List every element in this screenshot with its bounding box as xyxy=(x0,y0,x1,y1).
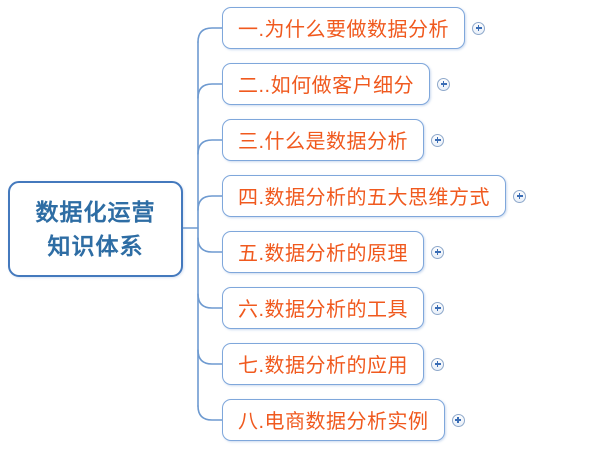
expand-plus-icon[interactable] xyxy=(431,357,445,371)
branch-row: 八.电商数据分析实例 xyxy=(222,399,465,441)
topic-node-8[interactable]: 八.电商数据分析实例 xyxy=(222,399,445,441)
branch-row: 六.数据分析的工具 xyxy=(222,287,445,329)
topic-node-1[interactable]: 一.为什么要做数据分析 xyxy=(222,7,466,49)
topic-node-6[interactable]: 六.数据分析的工具 xyxy=(222,287,425,329)
branch-row: 三.什么是数据分析 xyxy=(222,119,445,161)
topic-node-5[interactable]: 五.数据分析的原理 xyxy=(222,231,425,273)
expand-plus-icon[interactable] xyxy=(431,245,445,259)
topic-node-3[interactable]: 三.什么是数据分析 xyxy=(222,119,425,161)
root-label-line2: 知识体系 xyxy=(47,233,144,259)
branch-row: 一.为什么要做数据分析 xyxy=(222,7,486,49)
topic-node-7[interactable]: 七.数据分析的应用 xyxy=(222,343,425,385)
expand-plus-icon[interactable] xyxy=(513,189,527,203)
root-label-line1: 数据化运营 xyxy=(35,199,156,225)
expand-plus-icon[interactable] xyxy=(451,413,465,427)
expand-plus-icon[interactable] xyxy=(431,301,445,315)
branch-row: 二..如何做客户细分 xyxy=(222,63,451,105)
branch-row: 五.数据分析的原理 xyxy=(222,231,445,273)
expand-plus-icon[interactable] xyxy=(431,133,445,147)
topic-node-4[interactable]: 四.数据分析的五大思维方式 xyxy=(222,175,507,217)
expand-plus-icon[interactable] xyxy=(437,77,451,91)
expand-plus-icon[interactable] xyxy=(472,21,486,35)
topic-node-2[interactable]: 二..如何做客户细分 xyxy=(222,63,431,105)
branch-row: 七.数据分析的应用 xyxy=(222,343,445,385)
branch-row: 四.数据分析的五大思维方式 xyxy=(222,175,527,217)
root-topic[interactable]: 数据化运营 知识体系 xyxy=(8,181,183,277)
